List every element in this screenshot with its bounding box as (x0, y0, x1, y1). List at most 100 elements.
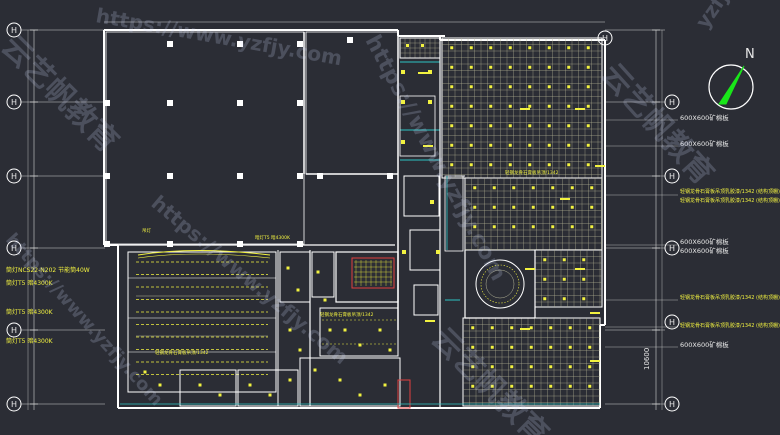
light-fixture (248, 383, 252, 387)
light-fixture (547, 46, 551, 50)
light-fixture (512, 186, 516, 190)
small-room (413, 284, 439, 316)
watermarks: https://www.yzfjy.com https://www.yzfjy.… (0, 0, 741, 435)
light-fixture (489, 104, 493, 108)
grid-bubble-label: H (11, 400, 17, 409)
annotation-text: 600X600矿棉板 (680, 237, 729, 246)
light-fixture (547, 124, 551, 128)
light-fixture (562, 277, 566, 281)
watermark-text: https://www.yzfjy.com (1, 229, 167, 410)
corridor-room (399, 95, 436, 157)
light-fixture (383, 383, 387, 387)
light-fixture (313, 368, 317, 372)
light-fixture (492, 186, 496, 190)
north-arrow-icon (718, 65, 745, 105)
light-fixture (588, 345, 592, 349)
light-fixture (570, 205, 574, 209)
light-fixture (469, 124, 473, 128)
light-fixture (508, 143, 512, 147)
light-fixture (590, 225, 594, 229)
round-ring (475, 259, 525, 309)
grid-bubbles-left: H H H H H H (6, 22, 22, 412)
annotation-text: 轻钢龙骨石膏板吊顶乳胶漆/1342 (结构顶棚) (680, 197, 780, 204)
light-fixture (586, 163, 590, 167)
light-fixture (512, 205, 516, 209)
grid-bubble-label: H (11, 326, 17, 335)
light-fixture (586, 143, 590, 147)
dim-label-mark (595, 165, 605, 167)
light-fixture (428, 100, 432, 104)
room (335, 251, 399, 303)
light-fixture (582, 277, 586, 281)
office-area (127, 250, 277, 393)
column (167, 173, 173, 179)
annotation-text: 轻钢龙骨石膏板吊顶乳胶漆/1342 (结构顶棚) (680, 188, 780, 195)
light-fixture (543, 297, 547, 301)
grid-bubble-label: H (669, 244, 675, 253)
light-fixture (510, 326, 514, 330)
dimension-text: 10600 (643, 348, 651, 370)
light-fixture (492, 205, 496, 209)
grid-bubble-label: H (11, 172, 17, 181)
column (237, 173, 243, 179)
watermark-cn: 云艺帆教育 (594, 57, 720, 192)
light-fixture (551, 205, 555, 209)
grid-bubble-label: H (669, 172, 675, 181)
light-fixture (567, 143, 571, 147)
light-fixture (450, 163, 454, 167)
light-fixture (567, 46, 571, 50)
light-fixture (549, 326, 553, 330)
light-fixture (562, 297, 566, 301)
annotation-text: 轻钢龙骨石膏板吊顶/1342 (320, 311, 374, 318)
grid-bubble-label: H (11, 26, 17, 35)
watermark-cn: 云艺帆教育 (424, 321, 555, 435)
light-fixture (588, 365, 592, 369)
light-fixture (547, 143, 551, 147)
grid-bubble-label: H (11, 98, 17, 107)
light-fixture (296, 288, 300, 292)
light-fixture (528, 163, 532, 167)
north-arrow: N (708, 47, 755, 110)
light-fixture (358, 343, 362, 347)
ceiling-grid-room-bottom (462, 317, 601, 407)
dim-label-mark (425, 320, 435, 322)
light-fixture (471, 384, 475, 388)
light-fixture (489, 46, 493, 50)
watermark-text: https://www.yzfjy.com (360, 31, 511, 285)
curved-feature (137, 253, 271, 259)
light-fixture (586, 46, 590, 50)
light-fixture (528, 85, 532, 89)
round-inner (485, 269, 515, 299)
annotation-text: 轻钢龙骨石膏板吊顶乳胶漆/1342 (结构顶棚) (680, 322, 780, 329)
light-fixture (490, 365, 494, 369)
annotation-text: 600X600矿棉板 (680, 246, 729, 255)
office-room (127, 251, 277, 393)
light-fixture (508, 46, 512, 50)
light-fixture (430, 200, 434, 204)
light-fixture (401, 140, 405, 144)
column (167, 100, 173, 106)
light-fixture (528, 124, 532, 128)
light-fixture (316, 270, 320, 274)
annotation-text: 轻钢龙骨石膏板吊顶/1342 (155, 349, 209, 356)
stair-room (403, 175, 440, 217)
light-fixture (529, 345, 533, 349)
light-fixture (489, 124, 493, 128)
light-fixture (510, 384, 514, 388)
light-fixture (298, 348, 302, 352)
dim-label-mark (590, 312, 600, 314)
light-fixture (406, 44, 409, 47)
light-fixture (547, 163, 551, 167)
small-dim-labels (418, 72, 605, 362)
light-fixture (469, 163, 473, 167)
light-fixture (158, 383, 162, 387)
light-fixture (471, 326, 475, 330)
center-rooms (143, 250, 411, 409)
light-fixture (529, 365, 533, 369)
annotation-text: 吊灯 (142, 227, 151, 234)
annotation-text: 600X600矿棉板 (680, 113, 729, 122)
light-fixture (469, 65, 473, 69)
light-fixture (547, 85, 551, 89)
